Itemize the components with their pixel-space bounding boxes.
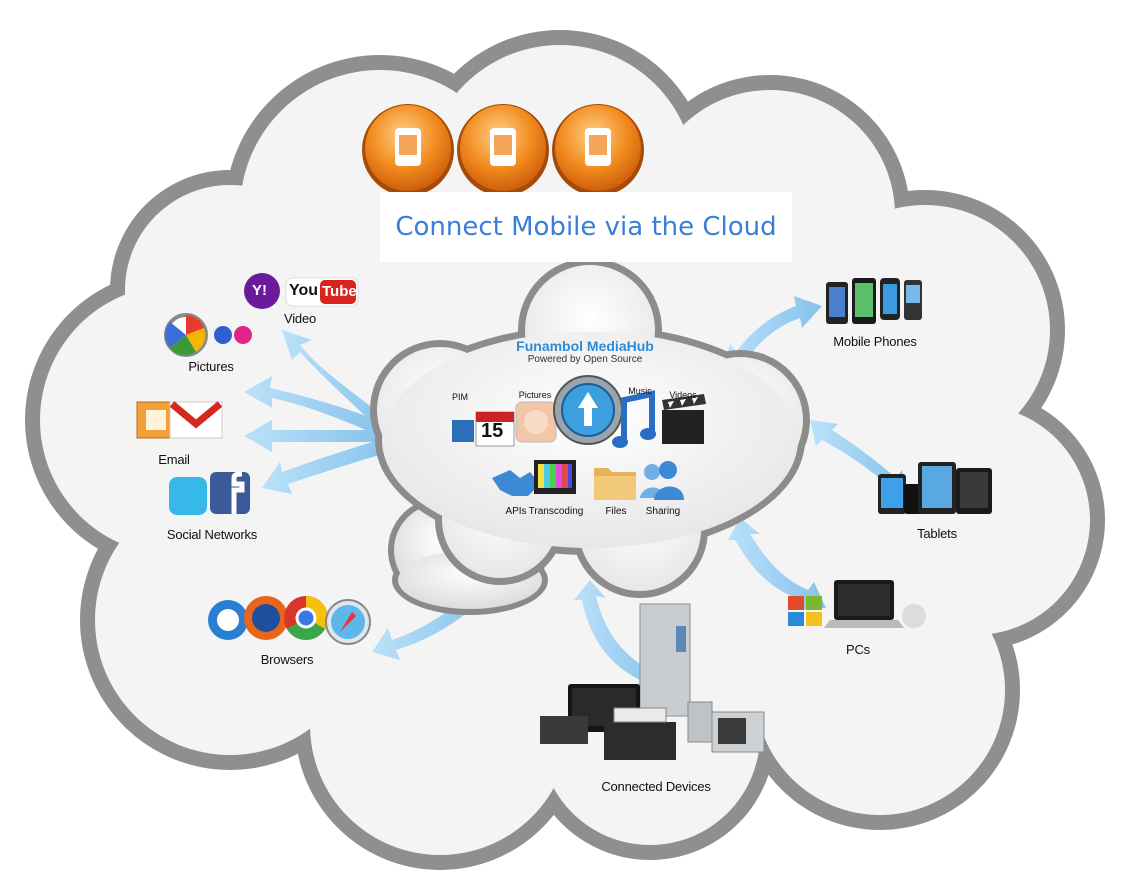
tablets-icons [878, 462, 992, 514]
hub-subtitle: Powered by Open Source [527, 354, 643, 365]
music-note-icon [612, 390, 656, 448]
label-video: Video [283, 311, 317, 326]
picasa-flickr-icon [164, 313, 252, 357]
hub-service-sharing: Sharing [645, 506, 681, 517]
arrow-pictures [244, 376, 390, 440]
arrow-social [262, 436, 396, 494]
hub-feature-icons [452, 375, 706, 500]
video-clapper-icon [662, 394, 706, 444]
arrow-pcs [728, 518, 826, 610]
label-pictures: Pictures [188, 359, 234, 374]
arrow-devices [574, 580, 666, 690]
hub-title: Funambol MediaHub [516, 338, 654, 354]
hub-service-apis: APIs [505, 506, 527, 517]
sharing-people-icon [640, 461, 684, 500]
calendar-day: 15 [481, 420, 504, 442]
phone-icon [552, 104, 644, 196]
phone-icon [362, 104, 454, 196]
arrow-video [282, 330, 395, 440]
label-email: Email [158, 452, 190, 467]
connected-devices-icons [540, 603, 765, 760]
yahoo-youtube-logo [244, 273, 359, 309]
hub-service-files: Files [605, 506, 627, 517]
sync-dial-icon [553, 375, 623, 445]
label-browsers: Browsers [260, 652, 314, 667]
baby-picture-icon [515, 401, 557, 443]
youtube-tube-text: Tube [322, 283, 357, 300]
hub-feature-videos: Videos [669, 390, 697, 400]
hub-feature-music: Music [628, 386, 652, 396]
transcoding-tv-icon [534, 460, 576, 494]
label-social-networks: Social Networks [166, 527, 258, 542]
hub-service-transcoding: Transcoding [528, 506, 584, 517]
mobile-phones-icons [826, 278, 922, 324]
phone-icon-buttons [362, 104, 644, 196]
hub-feature-pictures: Pictures [518, 390, 552, 400]
files-folder-icon [594, 468, 636, 500]
youtube-you-text: You [289, 282, 319, 299]
pcs-icons [788, 580, 926, 628]
diagram-title: Connect Mobile via the Cloud [395, 212, 777, 242]
email-icons [136, 401, 223, 439]
hub-feature-pim: PIM [451, 392, 469, 402]
label-mobile-phones: Mobile Phones [833, 334, 917, 349]
phone-icon [457, 104, 549, 196]
browser-icons [208, 596, 371, 645]
pim-calendar-icon [452, 411, 515, 447]
label-pcs: PCs [846, 642, 870, 657]
label-tablets: Tablets [917, 526, 957, 541]
yahoo-logo-text: Y! [252, 282, 267, 299]
title-box: Connect Mobile via the Cloud [380, 192, 792, 262]
api-puzzle-icon [492, 470, 540, 496]
label-connected-devices: Connected Devices [601, 779, 711, 794]
arrow-email [244, 420, 390, 452]
social-network-icons [169, 471, 250, 515]
connection-arrows [244, 296, 908, 690]
